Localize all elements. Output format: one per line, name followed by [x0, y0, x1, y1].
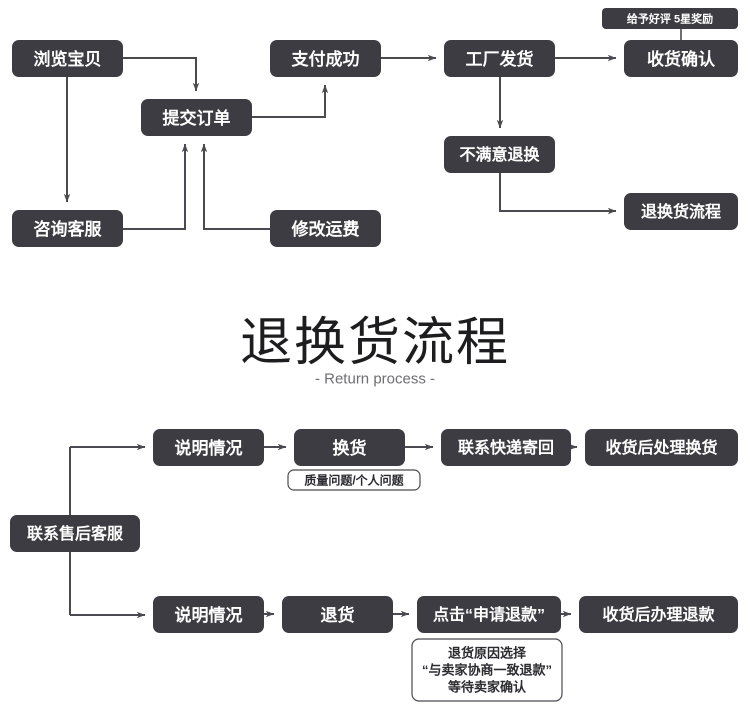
- section-title: 退换货流程: [240, 314, 510, 372]
- exchange-row-nodes: 说明情况 换货 联系快递寄回 收货后处理换货 质量问题/个人问题: [153, 429, 738, 491]
- node-submit-order-rect[interactable]: [141, 99, 252, 136]
- note-quality-or-personal-label: 质量问题/个人问题: [304, 473, 404, 488]
- node-browse-label: 浏览宝贝: [34, 49, 102, 69]
- node-return-flow[interactable]: 退换货流程: [624, 193, 738, 230]
- edge-modifyfee-to-submit: [200, 143, 270, 230]
- section-title-group: 退换货流程 - Return process -: [240, 314, 510, 388]
- node-click-apply-refund[interactable]: 点击“申请退款”: [417, 596, 561, 633]
- node-click-apply-refund-label: 点击“申请退款”: [433, 605, 545, 624]
- node-return-flow-label: 退换货流程: [641, 202, 721, 221]
- node-pay-success[interactable]: 支付成功: [270, 40, 381, 77]
- node-refund-explain-label: 说明情况: [175, 605, 243, 625]
- edge-unsatisfied-to-returnflow: [499, 173, 617, 215]
- node-modify-shipping-fee-label: 修改运费: [291, 219, 360, 239]
- node-handle-exchange-after-receipt-label: 收货后处理换货: [605, 438, 717, 457]
- node-refund-explain[interactable]: 说明情况: [153, 596, 264, 633]
- refund-row-nodes: 说明情况 退货 点击“申请退款” 收货后办理退款 退货原因选择 “与卖家协商一致…: [153, 596, 738, 702]
- node-confirm-receipt-label: 收货确认: [647, 49, 716, 69]
- node-exchange-goods[interactable]: 换货: [294, 429, 405, 466]
- node-exchange-explain-rect[interactable]: [153, 429, 264, 466]
- node-exchange-goods-label: 换货: [333, 438, 367, 458]
- note-refund-reason-rect: [411, 638, 563, 702]
- node-exchange-explain-label: 说明情况: [175, 438, 243, 458]
- edge-submit-to-pay: [252, 84, 329, 118]
- node-after-sales-service-rect[interactable]: [10, 515, 140, 552]
- praise-reward-tag-label: 给予好评 5星奖励: [627, 12, 713, 26]
- node-handle-refund-after-receipt-rect[interactable]: [579, 596, 738, 633]
- node-contact-courier[interactable]: 联系快递寄回: [441, 429, 571, 466]
- node-return-goods[interactable]: 退货: [282, 596, 393, 633]
- node-unsatisfied-return-label: 不满意退换: [459, 145, 540, 164]
- node-factory-ship[interactable]: 工厂发货: [444, 40, 555, 77]
- note-quality-or-personal: 质量问题/个人问题: [287, 469, 421, 491]
- node-refund-explain-rect[interactable]: [153, 596, 264, 633]
- node-handle-exchange-after-receipt[interactable]: 收货后处理换货: [585, 429, 738, 466]
- node-modify-shipping-fee[interactable]: 修改运费: [270, 210, 381, 247]
- edge-browse-to-submit: [123, 57, 200, 92]
- node-handle-refund-after-receipt[interactable]: 收货后办理退款: [579, 596, 738, 633]
- node-browse-rect[interactable]: [12, 40, 123, 77]
- node-pay-success-label: 支付成功: [292, 49, 360, 69]
- node-factory-ship-label: 工厂发货: [466, 49, 534, 69]
- node-factory-ship-rect[interactable]: [444, 40, 555, 77]
- praise-reward-tag: 给予好评 5星奖励: [602, 8, 738, 29]
- node-submit-order-label: 提交订单: [163, 108, 231, 128]
- node-contact-courier-rect[interactable]: [441, 429, 571, 466]
- node-submit-order[interactable]: 提交订单: [141, 99, 252, 136]
- section-subtitle: - Return process -: [315, 371, 435, 388]
- note-refund-reason-line-2: “与卖家协商一致退款”: [422, 663, 552, 678]
- note-refund-reason-line-3: 等待卖家确认: [447, 680, 527, 695]
- edge-consult-to-submit: [123, 143, 189, 230]
- node-consult-service[interactable]: 咨询客服: [12, 210, 123, 247]
- node-click-apply-refund-rect[interactable]: [417, 596, 561, 633]
- node-confirm-receipt-rect[interactable]: [624, 40, 738, 77]
- node-unsatisfied-return-rect[interactable]: [444, 136, 555, 173]
- note-refund-reason: 退货原因选择 “与卖家协商一致退款” 等待卖家确认: [411, 638, 563, 702]
- node-browse[interactable]: 浏览宝贝: [12, 40, 123, 77]
- node-handle-exchange-after-receipt-rect[interactable]: [585, 429, 738, 466]
- node-consult-service-label: 咨询客服: [34, 219, 103, 239]
- node-consult-service-rect[interactable]: [12, 210, 123, 247]
- node-after-sales-service-label: 联系售后客服: [27, 524, 124, 543]
- praise-reward-tag-rect: [602, 8, 738, 29]
- node-unsatisfied-return[interactable]: 不满意退换: [444, 136, 555, 173]
- node-exchange-explain[interactable]: 说明情况: [153, 429, 264, 466]
- node-after-sales-service[interactable]: 联系售后客服: [10, 515, 140, 552]
- node-return-flow-rect[interactable]: [624, 193, 738, 230]
- node-contact-courier-label: 联系快递寄回: [458, 438, 554, 457]
- node-return-goods-label: 退货: [321, 605, 355, 625]
- purchase-flow-connectors: [63, 29, 682, 230]
- node-exchange-goods-rect[interactable]: [294, 429, 405, 466]
- purchase-flow-nodes: 浏览宝贝 提交订单 支付成功 工厂发货 收货确认 不满意退换 退换货流程 咨询: [12, 40, 738, 247]
- note-refund-reason-line-1: 退货原因选择: [448, 646, 527, 661]
- note-quality-or-personal-rect: [287, 469, 421, 491]
- node-return-goods-rect[interactable]: [282, 596, 393, 633]
- node-modify-shipping-fee-rect[interactable]: [270, 210, 381, 247]
- node-handle-refund-after-receipt-label: 收货后办理退款: [602, 605, 715, 624]
- node-pay-success-rect[interactable]: [270, 40, 381, 77]
- node-confirm-receipt[interactable]: 收货确认: [624, 40, 738, 77]
